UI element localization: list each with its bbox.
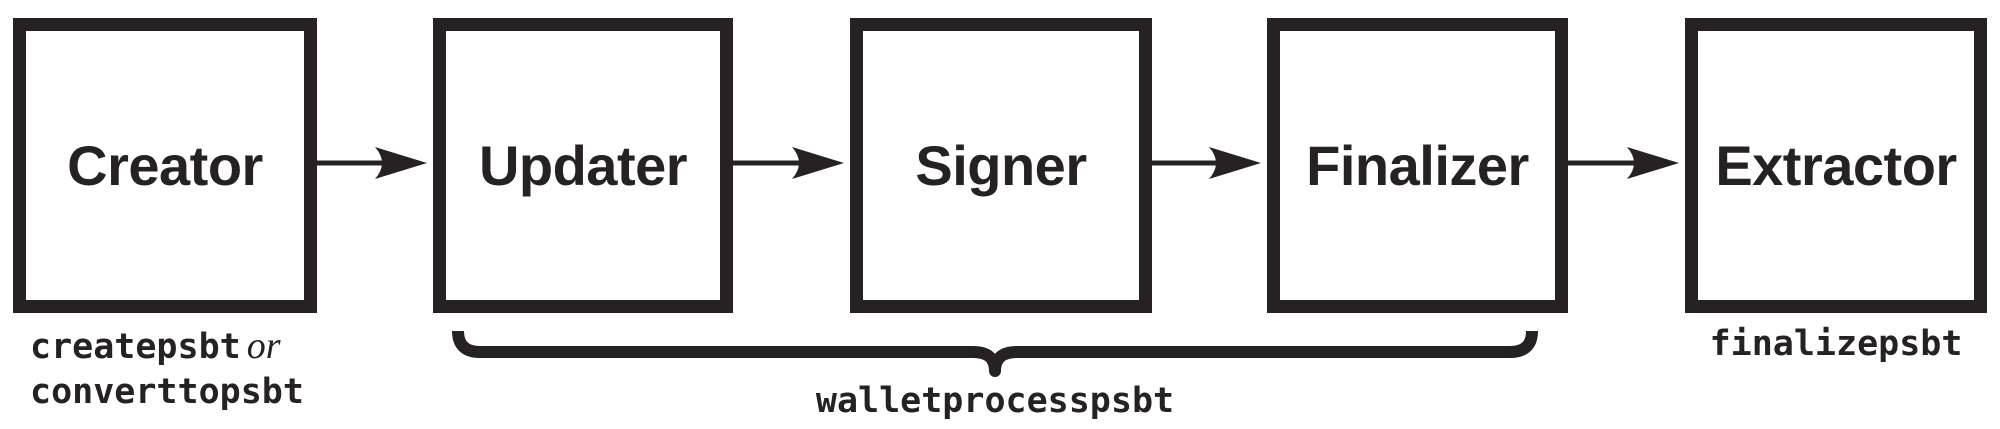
box-title-signer: Signer (915, 134, 1087, 197)
flow-box-signer: Signer (850, 18, 1152, 313)
flow-arrow-icon (1568, 147, 1679, 179)
caption-finalizepsbt: finalizepsbt (1709, 324, 1963, 364)
flow-arrow-icon (317, 147, 427, 179)
box-title-finalizer: Finalizer (1306, 134, 1529, 197)
code-createpsbt: createpsbt (30, 327, 241, 367)
code-converttopsbt: converttopsbt (30, 372, 304, 412)
caption-line: converttopsbt (30, 370, 304, 415)
box-title-updater: Updater (478, 134, 688, 197)
flow-box-updater: Updater (433, 18, 733, 313)
caption-walletprocesspsbt: walletprocesspsbt (815, 381, 1175, 421)
flow-box-extractor: Extractor (1685, 18, 1987, 313)
conjunction-or: or (246, 325, 281, 367)
flow-box-creator: Creator (13, 18, 317, 313)
flow-box-finalizer: Finalizer (1267, 18, 1568, 313)
flow-arrow-icon (733, 147, 844, 179)
underbrace-icon (452, 330, 1538, 377)
box-title-extractor: Extractor (1715, 134, 1957, 197)
flow-arrow-icon (1152, 147, 1261, 179)
box-title-creator: Creator (67, 134, 263, 197)
